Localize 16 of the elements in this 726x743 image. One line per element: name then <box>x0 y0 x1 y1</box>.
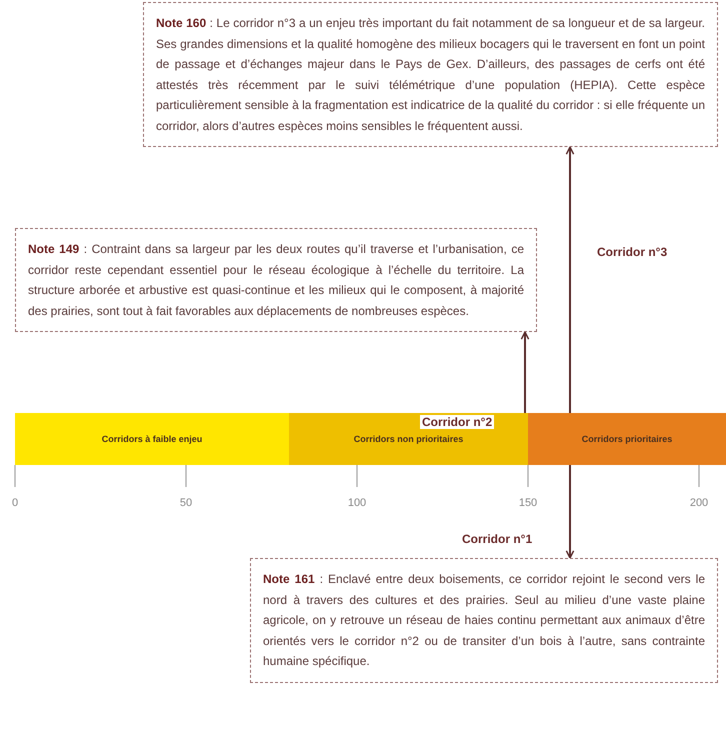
arrow <box>520 331 530 413</box>
scale-number: 50 <box>180 497 192 509</box>
note-box: Note 149 : Contraint dans sa largeur par les deux routes qu’il traverse et l’urbanisation, ce corridor reste cependant essentiel pour le réseau écologique à l’échelle du territoire. La structure arborée et arbustive est quasi-continue et les milieux qui le composent, à majorité des prairies, sont tout à fait favorables aux déplacements de nombreuses espèces. <box>15 228 537 332</box>
scale-number: 0 <box>12 497 18 509</box>
edge-label: Corridor n°3 <box>595 245 670 259</box>
edge-label: Corridor n°2 <box>420 415 494 429</box>
scale-segment: Corridors prioritaires <box>528 413 726 465</box>
edge-label: Corridor n°1 <box>460 532 534 546</box>
arrow <box>566 465 574 559</box>
note-box: Note 161 : Enclavé entre deux boisements, ce corridor rejoint le second vers le nord à travers des cultures et des prairies. Seul au milieu d’une vaste plaine agricole, on y retrouve un réseau de haies continu permettant aux animaux d’être orientés vers le corridor n°2 ou de transiter d’un bois à l’autre, sans contrainte humaine spécifique. <box>250 558 718 682</box>
scale-number: 200 <box>690 497 708 509</box>
scale-number: 150 <box>518 497 538 509</box>
scale-segment: Corridors à faible enjeu <box>15 413 289 465</box>
note-box: Note 160 : Le corridor n°3 a un enjeu très important du fait notamment de sa longueur et de sa largeur. Ses grandes dimensions et la qualité homogène des milieux bocagers qui le traversent en font un point de passage et d’échanges majeur dans le Pays de Gex. D’ailleurs, des passages de cerfs ont été attestés très récemment par le suivi télémétrique d’une population (HEPIA). Cette espèce particulièrement sensible à la fragmentation est indicatrice de la qualité du corridor : si elle fréquente un corridor, alors d’autres espèces moins sensibles le fréquentent aussi. <box>143 2 718 147</box>
arrow <box>566 146 574 413</box>
scale-number: 100 <box>348 497 366 509</box>
